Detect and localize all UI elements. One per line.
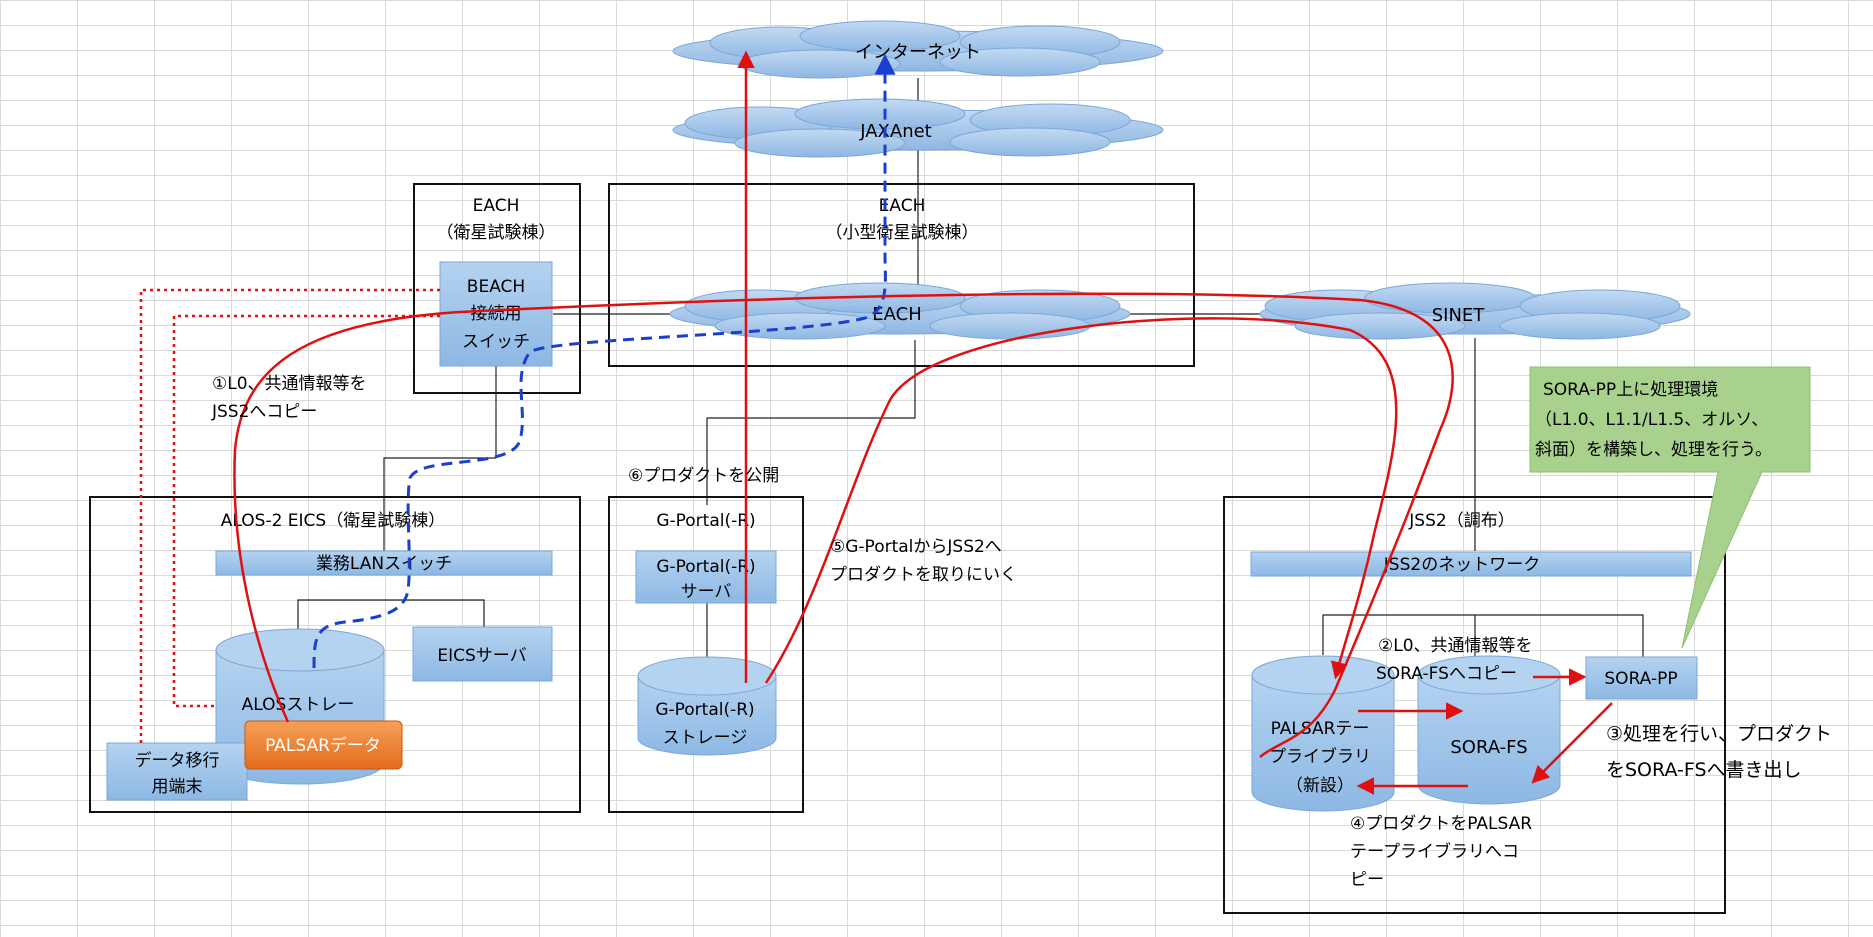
sora-pp: SORA-PP [1585,656,1698,700]
step3-annotation: ③処理を行い、プロダクト をSORA-FSへ書き出し [1606,723,1832,781]
each-cloud [669,282,1131,340]
gportal-server-line1: G-Portal(-R) [656,557,755,577]
callout-line1: SORA-PP上に処理環境 [1543,380,1718,400]
palsar-data-label: PALSARデータ [265,735,381,756]
callout-line3: 斜面）を構築し、処理を行う。 [1535,440,1772,460]
step3-line1: ③処理を行い、プロダクト [1606,723,1832,745]
lan-switch-label: 業務LANスイッチ [316,554,452,574]
flow-step1 [233,292,1454,758]
step4-line1: ④プロダクトをPALSAR [1350,814,1532,834]
red-flows [233,50,1613,795]
migration-terminal: データ移行 用端末 [106,742,248,801]
each-satellite-title: EACH [473,196,520,216]
palsar-tape-library: PALSARテー プライブラリ （新設） [1251,655,1395,812]
step6-annotation: ⑥プロダクトを公開 [628,466,779,486]
alos-storage-label: ALOSストレー [242,695,355,715]
step5-line1: ⑤G-PortalからJSS2へ [830,537,1002,557]
step1-line2: JSS2へコピー [211,402,317,422]
gportal-building [608,496,804,813]
internet-label: インターネット [855,42,981,63]
step2-annotation: ②L0、共通情報等を SORA-FSへコピー [1376,636,1533,684]
each-small-subtitle: （小型衛星試験棟） [826,223,979,243]
step4-annotation: ④プロダクトをPALSAR テープライブラリへコ ピー [1350,814,1532,890]
step1-line1: ①L0、共通情報等を [212,374,367,394]
flow-step3 [1531,702,1613,784]
each-satellite-building [413,183,581,394]
palsar-library-line3: （新設） [1286,776,1354,796]
sinet-label: SINET [1432,305,1486,326]
sora-fs-label: SORA-FS [1450,737,1527,758]
callout-line2: （L1.0、L1.1/L1.5、オルソ、 [1535,410,1768,430]
palsar-library-line1: PALSARテー [1271,719,1370,739]
flow-step5 [764,317,1398,684]
jss2-network: JSS2のネットワーク [1250,551,1692,577]
each-satellite-subtitle: （衛星試験棟） [437,223,556,243]
step1-annotation: ①L0、共通情報等を JSS2へコピー [211,374,367,422]
jaxanet-label: JAXAnet [859,121,932,142]
beach-switch-line1: BEACH [467,277,525,297]
jaxanet-cloud [672,98,1164,158]
step4-line3: ピー [1350,870,1384,890]
migration-terminal-line1: データ移行 [135,750,220,771]
palsar-library-line2: プライブラリ [1269,746,1371,767]
gportal-storage-line2: ストレージ [663,728,748,748]
blue-dashed-flow [312,53,896,669]
jss2-building [1223,496,1726,914]
gportal-storage: G-Portal(-R) ストレージ [637,656,777,756]
step2-line1: ②L0、共通情報等を [1378,636,1533,656]
terminal-dotted-links [139,288,440,743]
migration-terminal-line2: 用端末 [152,777,203,797]
gportal-storage-line1: G-Portal(-R) [655,700,754,720]
sora-pp-label: SORA-PP [1604,669,1677,689]
each-cloud-label: EACH [872,304,921,325]
eics-server-label: EICSサーバ [437,646,526,666]
beach-switch-line3: スイッチ [462,332,530,352]
internet-cloud [672,20,1164,79]
sora-pp-callout: SORA-PP上に処理環境 （L1.0、L1.1/L1.5、オルソ、 斜面）を構… [1529,366,1811,649]
eics-server: EICSサーバ [412,626,553,682]
jss2-title: JSS2（調布） [1408,511,1514,531]
gportal-server: G-Portal(-R) サーバ [635,550,777,604]
step3-line2: をSORA-FSへ書き出し [1606,759,1802,781]
gportal-title: G-Portal(-R) [656,511,755,531]
beach-switch-line2: 接続用 [471,304,522,324]
step5-line2: プロダクトを取りにいく [830,565,1017,585]
jss2-network-label: JSS2のネットワーク [1383,555,1540,575]
each-small-title: EACH [879,196,926,216]
step4-line2: テープライブラリへコ [1350,841,1519,862]
step2-line2: SORA-FSへコピー [1376,664,1517,684]
alos2-eics-title: ALOS-2 EICS（衛星試験棟） [221,511,445,531]
gportal-server-line2: サーバ [681,582,732,602]
lan-switch: 業務LANスイッチ [215,550,553,576]
each-small-building [608,183,1195,367]
step5-annotation: ⑤G-PortalからJSS2へ プロダクトを取りにいく [830,537,1017,585]
alos2-eics-building [89,496,581,813]
palsar-data: PALSARデータ [244,720,403,770]
